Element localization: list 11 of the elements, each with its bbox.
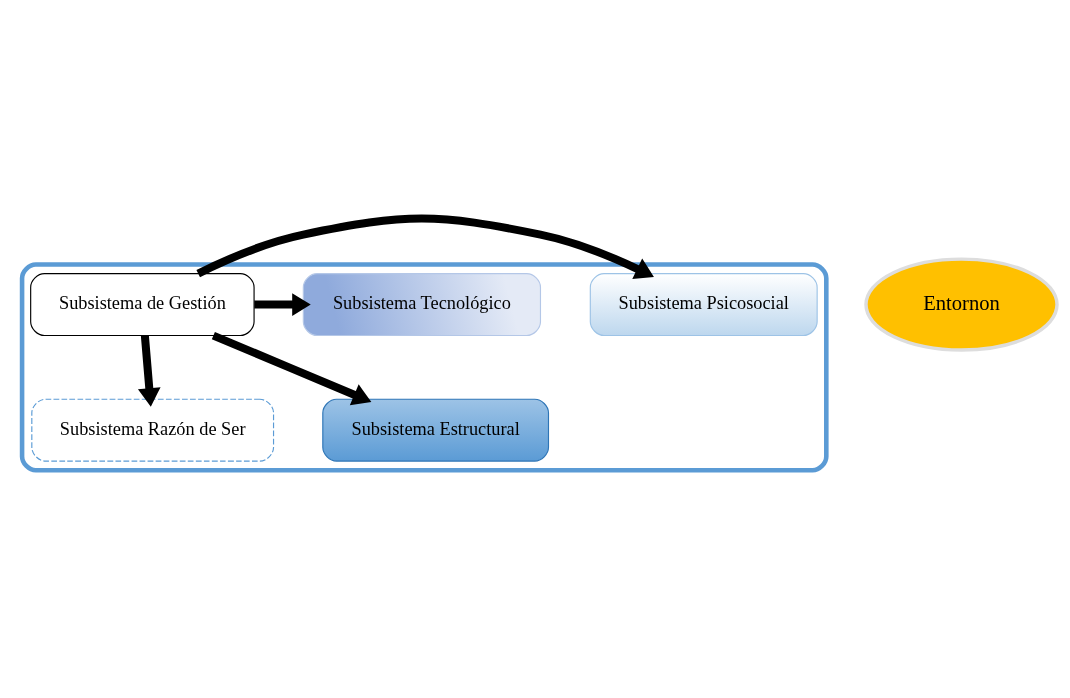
- arrow: [254, 293, 311, 316]
- cluster: [19, 262, 829, 473]
- node-box: Subsistema Razón de Ser: [31, 398, 275, 462]
- arrow: [196, 214, 654, 280]
- node-box: Subsistema Tecnológico: [302, 273, 542, 337]
- arrow: [137, 335, 161, 407]
- node-box: Subsistema de Gestión: [30, 273, 255, 337]
- node-box: Subsistema Psicosocial: [589, 273, 818, 337]
- arrow: [211, 331, 372, 406]
- node-ellipse: Entornon: [864, 257, 1059, 352]
- node-box: Subsistema Estructural: [322, 398, 550, 462]
